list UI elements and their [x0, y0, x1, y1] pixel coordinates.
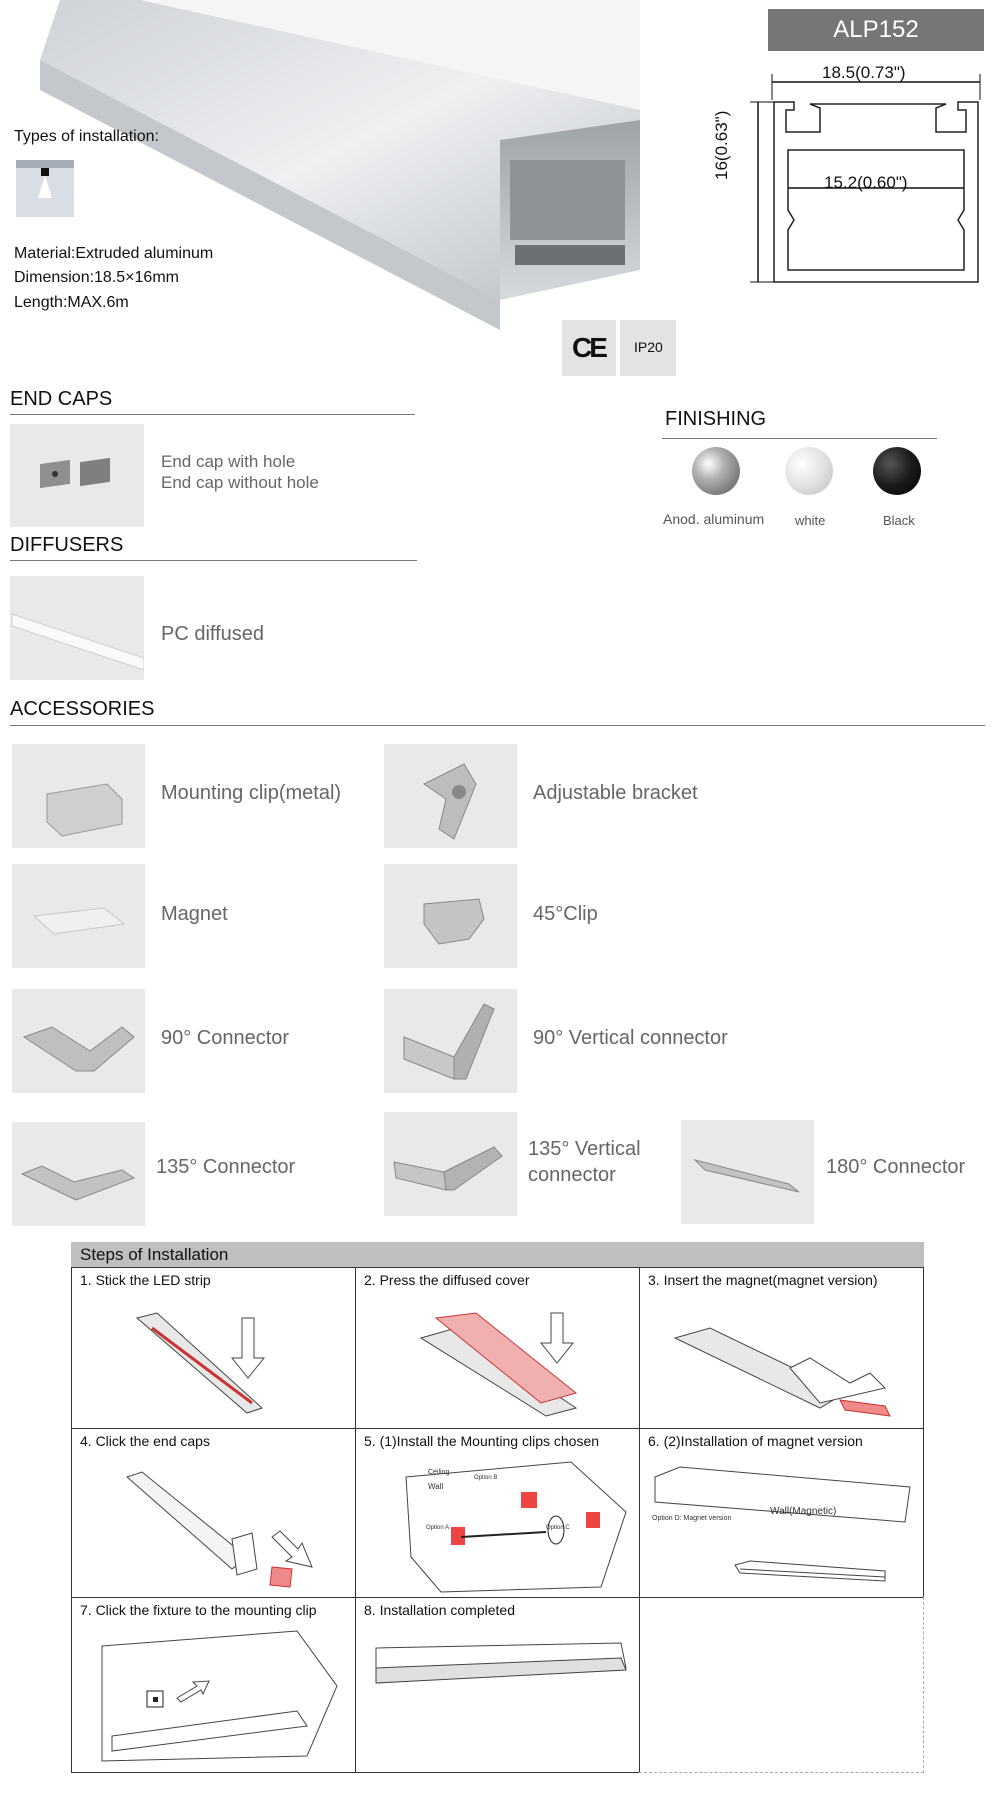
- accessory-90-connector: 90° Connector: [161, 1027, 290, 1049]
- accessory-90-vertical-connector: 90° Vertical connector: [533, 1027, 728, 1049]
- width-dimension: 18.5(0.73"): [822, 63, 906, 82]
- accessory-180-connector: 180° Connector: [826, 1156, 966, 1178]
- model-banner: ALP152: [768, 9, 984, 51]
- ip-rating: IP20: [634, 339, 663, 355]
- swatch-white: [785, 447, 833, 495]
- vertical-connector-135-image: [384, 1112, 517, 1216]
- diagram-wall-text: Wall: [428, 1482, 444, 1491]
- connector-180-image: [681, 1120, 814, 1224]
- step-cell-1: 1. Stick the LED strip: [71, 1267, 356, 1429]
- ce-badge: CE: [562, 320, 616, 376]
- length-spec: Length:MAX.6m: [14, 294, 129, 311]
- diffuser-image: [10, 576, 145, 680]
- step-cell-8: 8. Installation completed: [355, 1597, 640, 1773]
- mounting-clip-image: [12, 744, 145, 848]
- accessory-135-vertical-connector: 135° Vertical connector: [528, 1138, 641, 1186]
- step-label-5: 5. (1)Install the Mounting clips chosen: [364, 1433, 600, 1449]
- end-cap-without-hole: End cap without hole: [161, 473, 319, 492]
- diagram-option-d-text: Option D: Magnet version: [652, 1515, 732, 1522]
- end-caps-image: [10, 424, 144, 527]
- diagram-ceiling-text: Ceiling: [428, 1469, 450, 1476]
- ip-badge: IP20: [620, 320, 676, 376]
- diagram-wall-magnetic-text: Wall(Magnetic): [770, 1506, 837, 1517]
- magnet-image: [12, 864, 145, 968]
- step-label-7: 7. Click the fixture to the mounting cli…: [80, 1602, 317, 1618]
- step-label-2: 2. Press the diffused cover: [364, 1272, 530, 1288]
- accessory-magnet: Magnet: [161, 903, 228, 925]
- step-label-3: 3. Insert the magnet(magnet version): [648, 1272, 878, 1288]
- finishing-title: FINISHING: [665, 408, 767, 430]
- diagram-option-a-text: Option A: [426, 1525, 450, 1531]
- accessory-adjustable-bracket: Adjustable bracket: [533, 782, 698, 804]
- accessory-135-connector: 135° Connector: [156, 1156, 296, 1178]
- swatch-anodized: [692, 447, 740, 495]
- accessory-mounting-clip: Mounting clip(metal): [161, 782, 342, 804]
- accessories-rule: [10, 725, 985, 726]
- finish-label-white: white: [795, 513, 826, 528]
- installation-type-icon: [16, 160, 74, 217]
- diffusers-title: DIFFUSERS: [10, 534, 124, 556]
- cross-section-drawing: [750, 74, 981, 283]
- installation-title: Types of installation:: [14, 128, 159, 145]
- material-spec: Material:Extruded aluminum: [14, 245, 214, 262]
- steps-title: Steps of Installation: [80, 1245, 229, 1264]
- step-label-1: 1. Stick the LED strip: [80, 1272, 211, 1288]
- step-cell-empty: [639, 1597, 924, 1773]
- end-caps-title: END CAPS: [10, 388, 113, 410]
- ce-mark: CE: [572, 332, 608, 363]
- step-cell-7: 7. Click the fixture to the mounting cli…: [71, 1597, 356, 1773]
- diagram-option-b-text: Option B: [474, 1475, 498, 1481]
- accessory-45-clip: 45°Clip: [533, 903, 598, 925]
- inner-width-dimension: 15.2(0.60"): [824, 173, 908, 192]
- pc-diffused-label: PC diffused: [161, 623, 265, 645]
- steps-header: Steps of Installation: [71, 1242, 924, 1267]
- step-label-4: 4. Click the end caps: [80, 1433, 210, 1449]
- vertical-connector-90-image: [384, 989, 517, 1093]
- finish-label-black: Black: [883, 513, 915, 528]
- swatch-black: [873, 447, 921, 495]
- step-label-6: 6. (2)Installation of magnet version: [648, 1433, 863, 1449]
- clip-45-image: [384, 864, 517, 968]
- end-cap-with-hole: End cap with hole: [161, 452, 296, 471]
- dimension-spec: Dimension:18.5×16mm: [14, 269, 179, 286]
- finish-label-anodized: Anod. aluminum: [663, 511, 765, 527]
- adjustable-bracket-image: [384, 744, 517, 848]
- step-cell-4: 4. Click the end caps: [71, 1428, 356, 1598]
- step-label-8: 8. Installation completed: [364, 1602, 515, 1618]
- finishing-rule: [662, 438, 937, 439]
- connector-135-image: [12, 1122, 145, 1226]
- end-caps-rule: [10, 414, 415, 415]
- profile-render: [40, 0, 640, 330]
- model-number: ALP152: [833, 16, 919, 43]
- accessories-title: ACCESSORIES: [10, 698, 155, 720]
- step-cell-6: 6. (2)Installation of magnet version Wal…: [639, 1428, 924, 1598]
- step-cell-3: 3. Insert the magnet(magnet version): [639, 1267, 924, 1429]
- diffusers-rule: [10, 560, 417, 561]
- step-cell-2: 2. Press the diffused cover: [355, 1267, 640, 1429]
- connector-90-image: [12, 989, 145, 1093]
- step-cell-5: 5. (1)Install the Mounting clips chosen …: [355, 1428, 640, 1598]
- diagram-option-c-text: Option C: [546, 1525, 570, 1531]
- height-dimension: 16(0.63"): [712, 110, 731, 180]
